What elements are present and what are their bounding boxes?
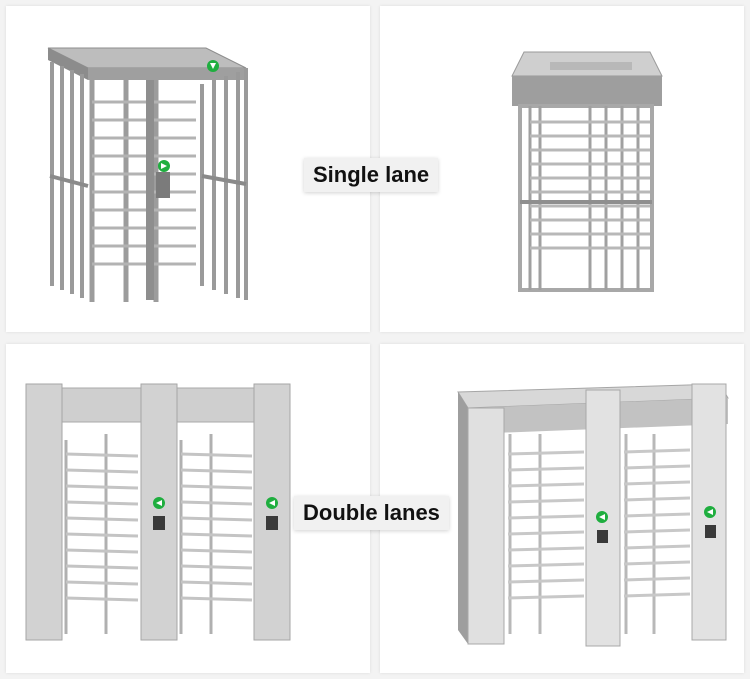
single-lane-label: Single lane	[304, 158, 439, 192]
card-reader-icon	[597, 530, 608, 543]
card-reader-icon	[705, 525, 716, 538]
card-reader-icon	[266, 516, 278, 530]
card-reader-icon	[153, 516, 165, 530]
double-lanes-label: Double lanes	[294, 496, 449, 530]
turnstile-single-front-drawing	[47, 47, 248, 302]
turnstile-single-side-drawing	[511, 51, 663, 292]
photo-single-lane-side	[380, 6, 744, 332]
turnstile-double-front-drawing	[25, 383, 291, 641]
turnstile-double-angled-drawing	[457, 383, 729, 647]
card-reader-icon	[156, 172, 170, 198]
